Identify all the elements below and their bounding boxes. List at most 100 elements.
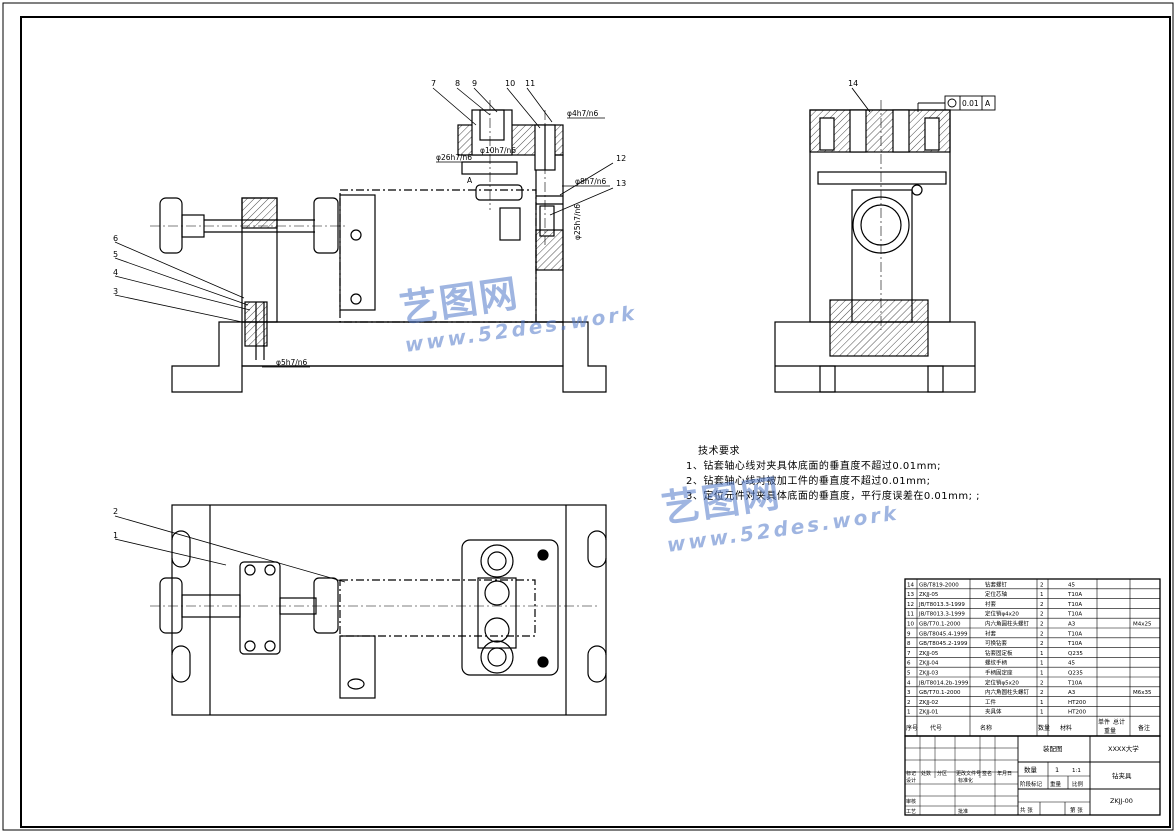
bom-cell-note: M6x35: [1133, 690, 1152, 696]
title-block: [904, 735, 1161, 816]
dim-d2: φ26h7/n6: [436, 153, 472, 162]
datum-a: A: [467, 176, 473, 185]
bom-cell-mat: T10A: [1067, 641, 1082, 647]
dim-d5: φ25h7/n6: [573, 204, 582, 240]
bom-cell-code: GB/T819-2000: [919, 582, 959, 588]
tb-date: 年月日: [997, 770, 1012, 777]
balloon-5: 5: [113, 250, 118, 259]
dimension-labels: φ4h7/n6 φ26h7/n6 φ8h7/n6 φ10h7/n6 φ25h7/…: [276, 99, 991, 367]
bom-cell-no: 7: [907, 651, 911, 657]
bom-cell-name: 定位销φ5x20: [985, 678, 1019, 686]
dim-d3: φ8h7/n6: [575, 177, 607, 186]
dim-d4: φ10h7/n6: [480, 146, 516, 155]
balloon-6: 6: [113, 234, 118, 243]
bom-h-mat: 材料: [1060, 724, 1072, 732]
bom-cell-code: ZKJJ-05: [919, 651, 939, 657]
bom-cell-qty: 2: [1040, 602, 1044, 608]
bom-cell-name: 钻套螺钉: [985, 580, 1008, 588]
bom-cell-code: ZKJJ-01: [919, 710, 938, 716]
bom-cell-qty: 2: [1040, 690, 1044, 696]
bom-cell-qty: 1: [1040, 592, 1044, 598]
bom-cell-code: ZKJJ-02: [919, 700, 938, 706]
bom-cell-mat: T10A: [1067, 631, 1082, 637]
bom-cell-name: 夹具体: [985, 708, 1002, 716]
balloon-11: 11: [525, 79, 535, 88]
bom-cell-qty: 2: [1040, 622, 1044, 628]
bom-cell-name: 定位芯轴: [985, 590, 1008, 598]
bom-h-name: 名称: [980, 724, 992, 732]
requirements-title: 技术要求: [698, 446, 740, 457]
tb-check: 审核: [906, 798, 916, 805]
bom-cell-code: JB/T8013.3-1999: [918, 602, 965, 608]
bom-cell-name: 可换钻套: [985, 639, 1008, 647]
bom-h-total: 总计: [1113, 718, 1125, 726]
tb-sheet2: 第 张: [1070, 806, 1083, 814]
bom-cell-no: 2: [907, 700, 911, 706]
balloon-10: 10: [505, 79, 515, 88]
dim-d1: φ4h7/n6: [567, 109, 599, 118]
side-view: [774, 100, 976, 393]
top-view: [150, 504, 607, 716]
bom-cell-name: 定位销φ4x20: [985, 610, 1019, 618]
tb-scale-label: 比例: [1072, 780, 1084, 788]
bom-cell-qty: 2: [1040, 680, 1044, 686]
bom-cell-name: 内六角圆柱头螺钉: [985, 620, 1030, 628]
bom-cell-name: 内六角圆柱头螺钉: [985, 688, 1030, 696]
tb-change: 更改文件号: [956, 770, 981, 777]
bom-cell-no: 9: [907, 631, 911, 637]
bom-cell-mat: T10A: [1067, 612, 1082, 618]
bom-cell-qty: 2: [1040, 641, 1044, 647]
bom-cell-name: 衬套: [985, 629, 997, 637]
bom-cell-no: 5: [907, 671, 911, 677]
bom-cell-qty: 2: [1040, 582, 1044, 588]
leaders-front: [114, 87, 614, 368]
bom-cell-no: 3: [907, 690, 911, 696]
bom-cell-mat: 45: [1068, 661, 1075, 667]
bom-cell-mat: 45: [1068, 582, 1075, 588]
bom-cell-mat: T10A: [1067, 602, 1082, 608]
bom-cell-code: GB/T70.1-2000: [919, 690, 961, 696]
balloon-2: 2: [113, 507, 118, 516]
bom-cell-code: ZKJJ-05: [919, 592, 939, 598]
leaders-top: [114, 515, 346, 583]
bom-cell-no: 13: [907, 592, 914, 598]
bom-cell-qty: 1: [1040, 661, 1044, 667]
front-view: [150, 100, 607, 393]
tb-qty-label: 数量: [1024, 765, 1038, 774]
bom-cell-no: 6: [907, 661, 911, 667]
bom-cell-no: 14: [907, 582, 914, 588]
bom-cell-qty: 2: [1040, 631, 1044, 637]
bom-h-qty: 数量: [1038, 724, 1050, 732]
bom-cell-mat: T10A: [1067, 592, 1082, 598]
tb-craft: 工艺: [906, 809, 916, 815]
bom-cell-mat: Q235: [1068, 671, 1083, 677]
tb-design: 设计: [906, 777, 916, 784]
tol-datum: A: [985, 99, 991, 108]
bom-table: [904, 578, 1161, 737]
tol-value: 0.01: [962, 99, 979, 108]
tb-std: 标准化: [958, 777, 973, 784]
bom-cell-mat: A3: [1068, 690, 1076, 696]
bom-cell-qty: 1: [1040, 700, 1044, 706]
bom-h-unit: 单件: [1098, 718, 1110, 726]
balloon-3: 3: [113, 287, 118, 296]
technical-requirements: 技术要求 1、钻套轴心线对夹具体底面的垂直度不超过0.01mm; 2、钻套轴心线…: [686, 444, 980, 504]
balloon-9: 9: [472, 79, 477, 88]
tb-stage-label: 阶段标记: [1020, 780, 1043, 788]
bom-cell-name: 钻套固定板: [985, 649, 1013, 657]
tb-title: 钻夹具: [1112, 771, 1132, 780]
bom-cell-no: 8: [907, 641, 911, 647]
title-block-text: 装配图 XXXX大学 数量 1 阶段标记 重量 比例 1:1 钻夹具 ZKJJ-…: [906, 744, 1139, 815]
bom-h-no: 序号: [906, 724, 918, 732]
bom-cell-no: 4: [907, 680, 911, 686]
bom-cell-mat: HT200: [1068, 700, 1086, 706]
tb-mark: 标记: [906, 770, 916, 777]
tolerance-frame: [851, 87, 996, 113]
tb-zone: 分区: [937, 770, 947, 777]
balloon-14: 14: [848, 79, 858, 88]
balloon-8: 8: [455, 79, 460, 88]
tb-approve: 批准: [958, 808, 968, 815]
bom-cell-name: 螺纹手柄: [985, 659, 1008, 667]
